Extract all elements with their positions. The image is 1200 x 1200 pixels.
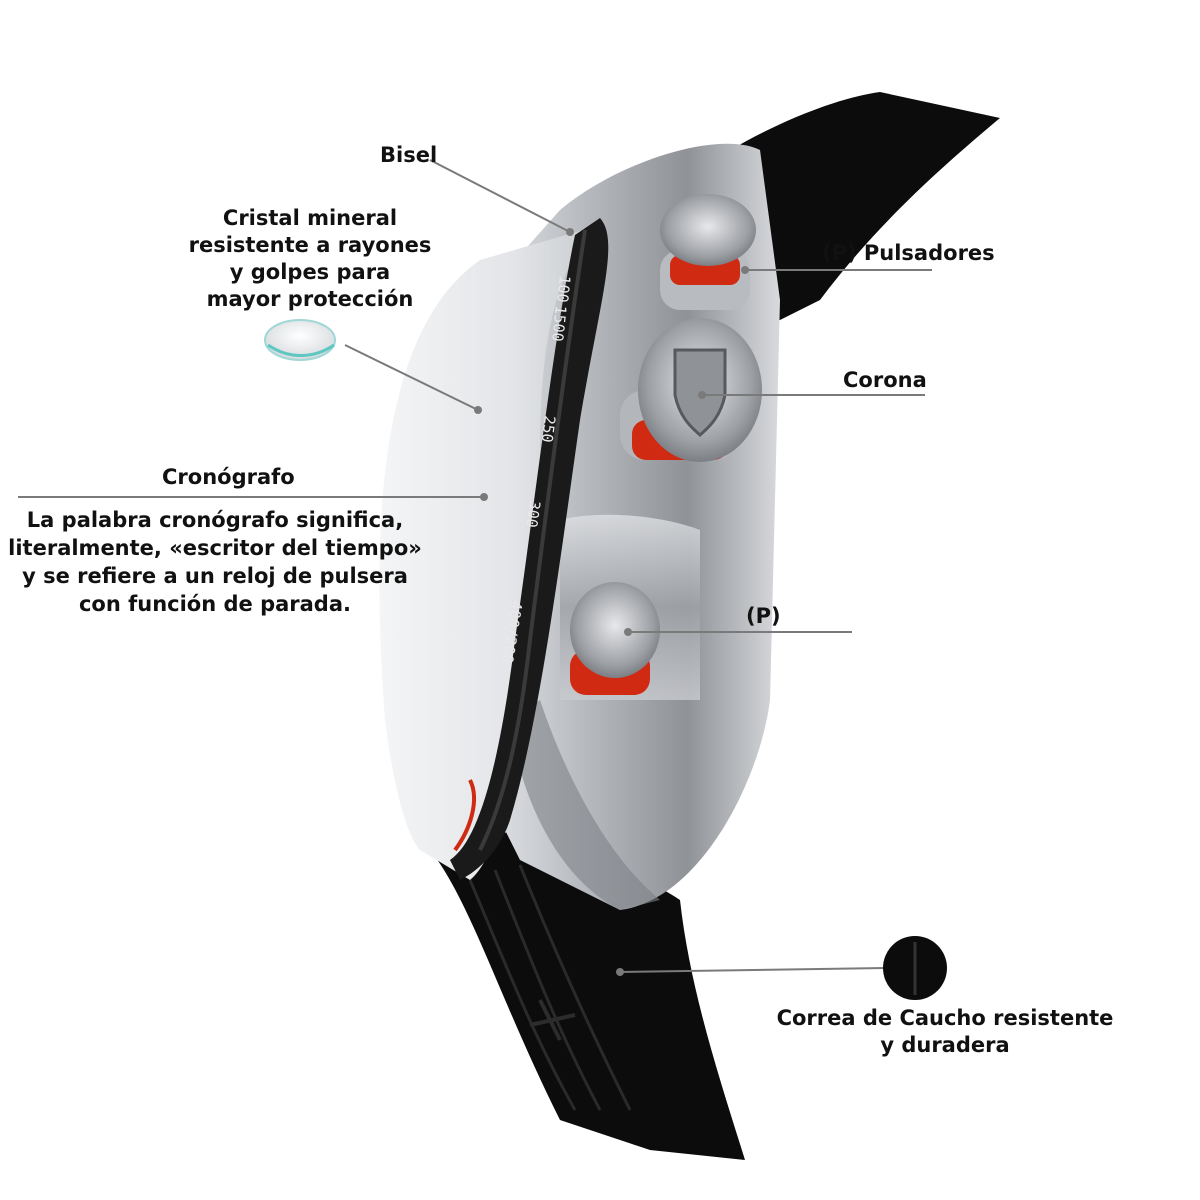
bezel-num-4: 300 [522,499,544,528]
bezel-ring [450,218,609,880]
pusher-lower [570,582,660,678]
label-p: (P) [746,604,781,628]
label-correa: Correa de Caucho resistente y duradera [776,1006,1114,1057]
label-cronografo-title: Cronógrafo [162,465,295,489]
strap-screw-icon [529,999,576,1041]
crystal-swatch [264,319,336,361]
bezel-num-3: 250 [538,415,559,444]
bezel-num-2: 1500 [548,305,570,343]
label-corona: Corona [843,368,927,392]
label-pulsadores: (P) Pulsadores [822,241,995,265]
label-bisel: Bisel [380,143,438,167]
label-cronografo-desc: La palabra cronógrafo significa, literal… [8,508,422,616]
pusher-top [660,194,756,266]
bezel-num-1: 100 [553,275,574,304]
label-cristal: Cristal mineral resistente a rayones y g… [188,206,432,311]
